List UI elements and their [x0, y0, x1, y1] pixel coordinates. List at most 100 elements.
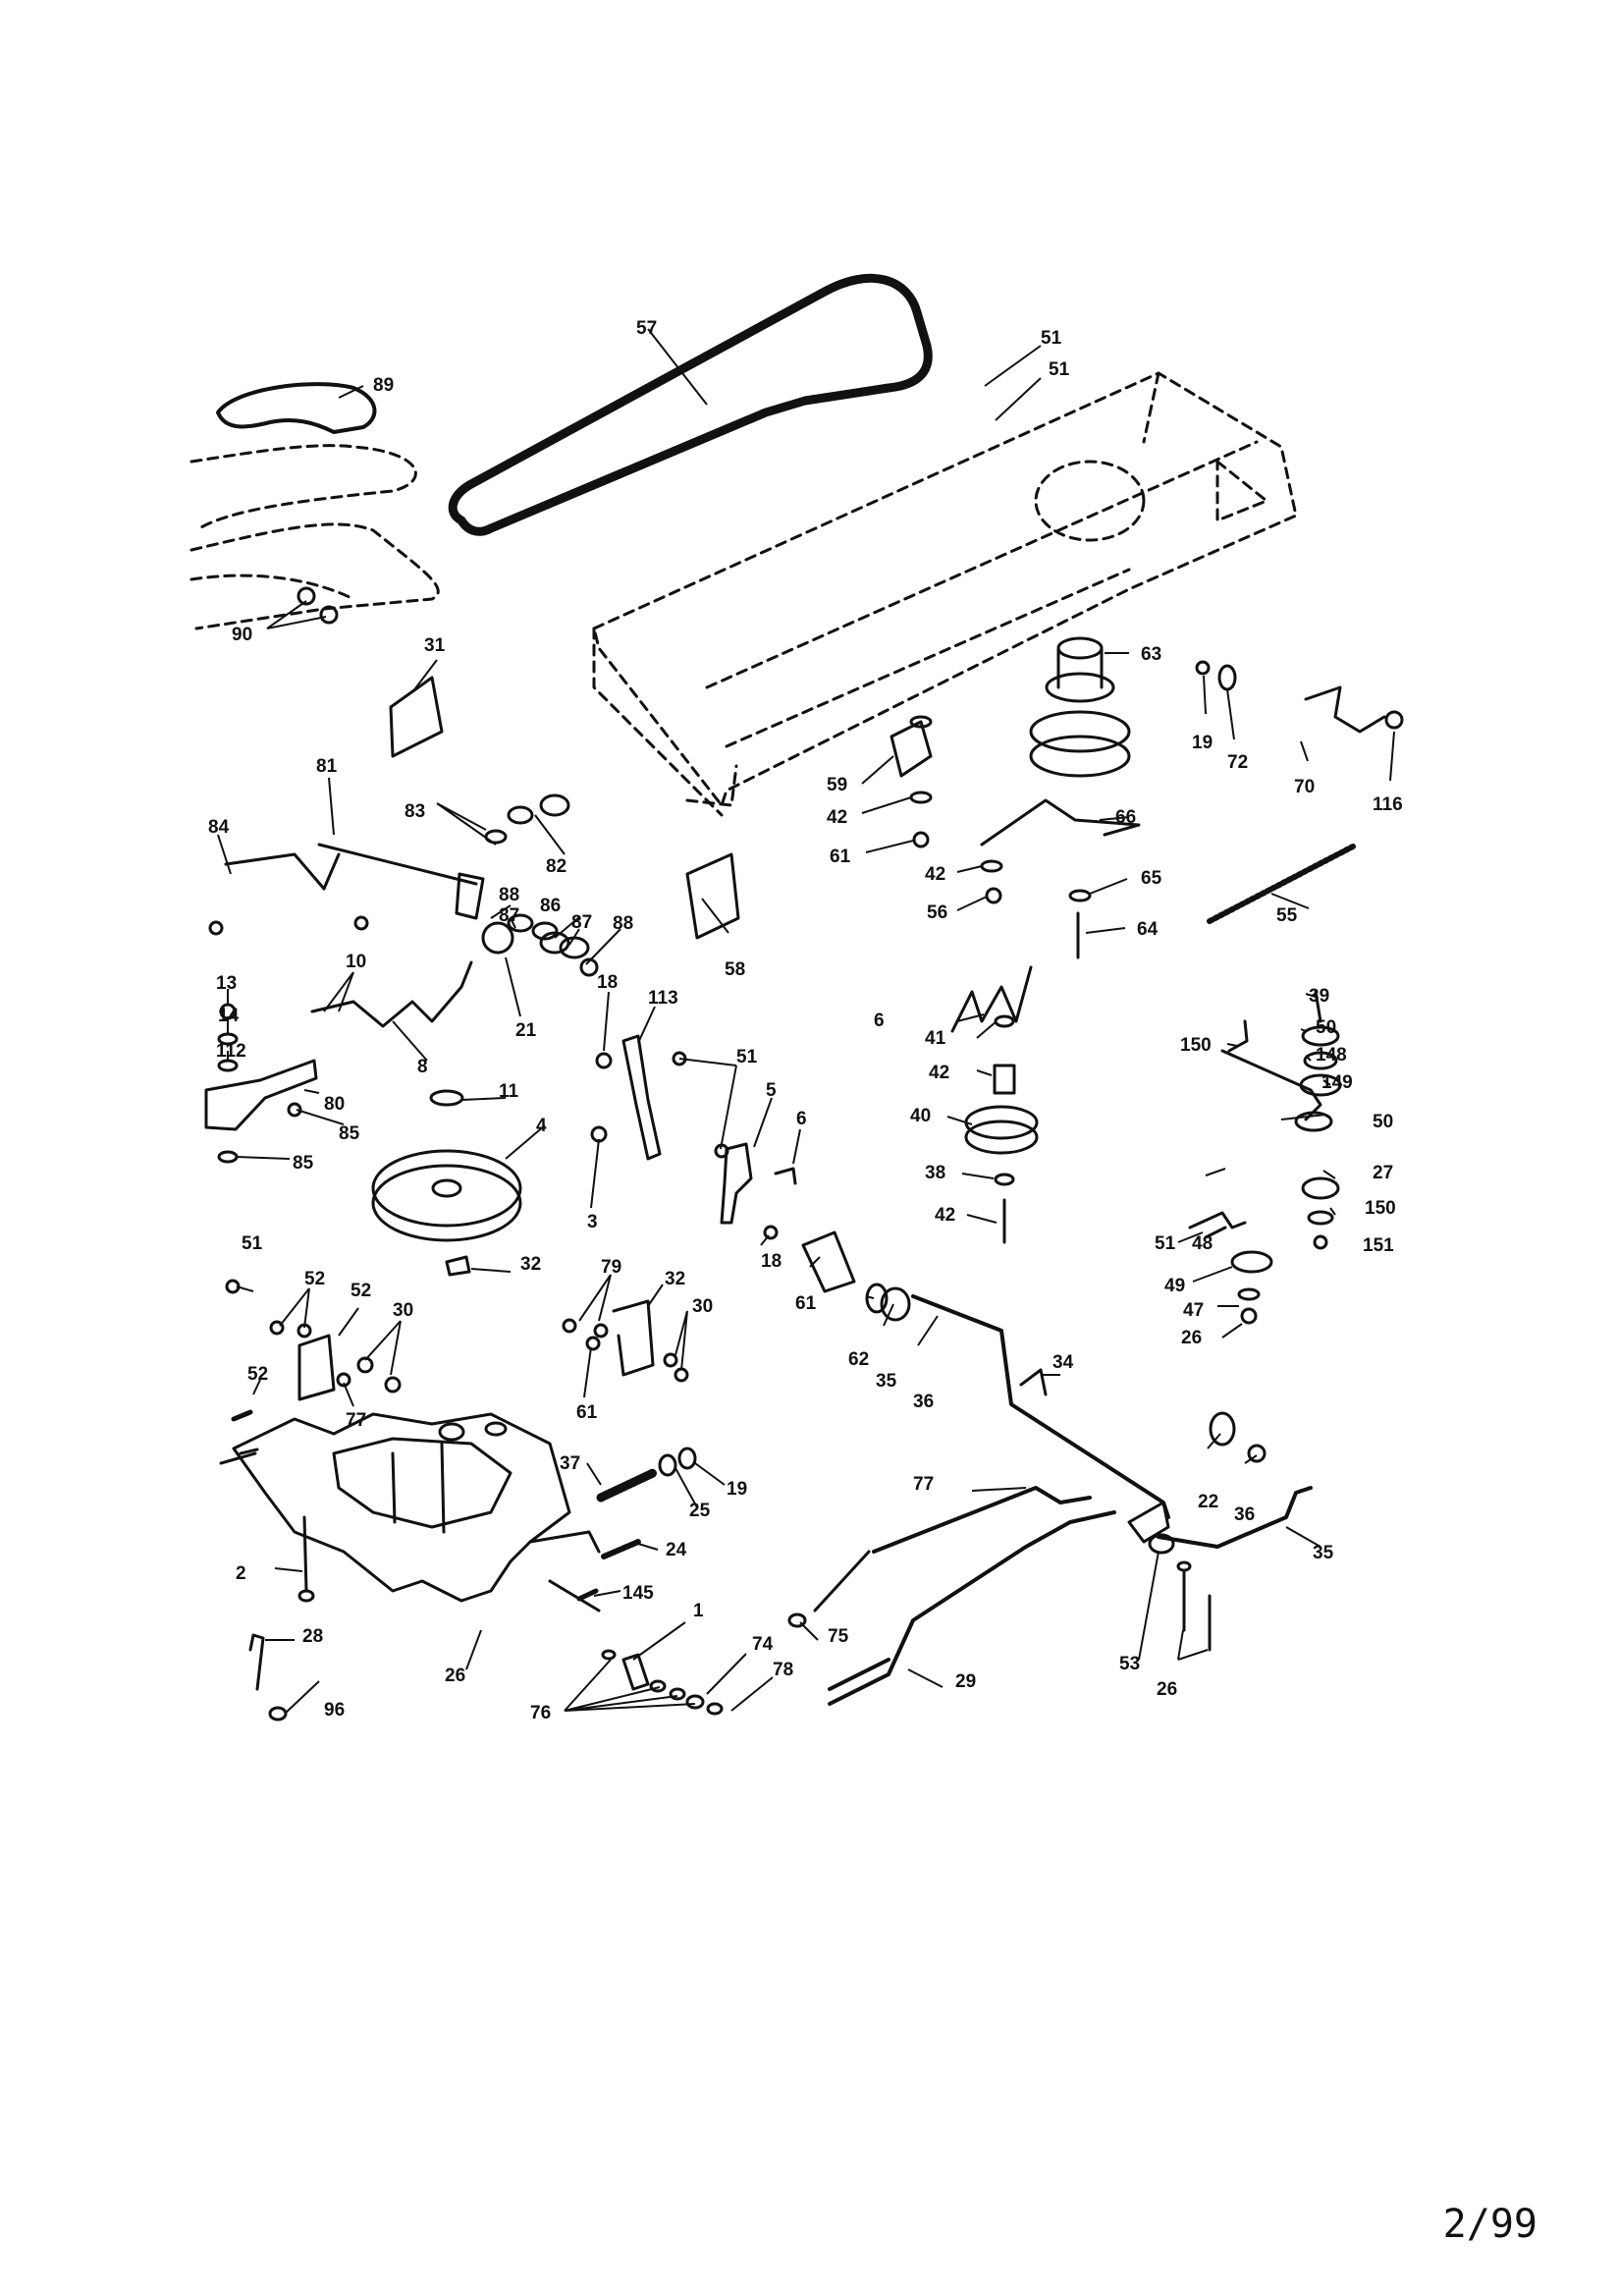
callout-label: 64 [1137, 919, 1159, 940]
callout-label: 19 [727, 1479, 747, 1500]
callout-label: 87 [571, 912, 592, 933]
callout-label: 77 [913, 1474, 934, 1495]
spring-70 [1304, 685, 1386, 734]
callout-label: 41 [925, 1028, 946, 1049]
callout-label: 55 [1276, 905, 1298, 926]
pulley-3 [371, 1149, 522, 1242]
callout-label: 148 [1316, 1045, 1347, 1066]
callout-label: 80 [324, 1094, 345, 1115]
bracket-31 [389, 676, 444, 758]
callout-label: 90 [232, 625, 252, 645]
rod-41 [950, 965, 1033, 1033]
sleeve-62 [801, 1230, 856, 1293]
callout-label: 37 [560, 1453, 580, 1474]
callout-label: 51 [1049, 359, 1070, 380]
callout-label: 42 [827, 807, 847, 828]
idler-assembly-right [1188, 990, 1342, 1325]
callout-label: 31 [424, 635, 446, 656]
callout-label: 22 [1198, 1492, 1218, 1512]
bracket-5 [720, 1142, 753, 1225]
callout-label: 65 [1141, 868, 1162, 889]
callout-label: 32 [665, 1269, 685, 1289]
key-79 [445, 1255, 471, 1277]
fender-area [189, 444, 440, 630]
rod-66 [980, 798, 1141, 847]
callout-label: 21 [515, 1020, 537, 1041]
pulley-63 [1029, 636, 1131, 778]
pin-96 [248, 1633, 265, 1691]
callout-label: 85 [293, 1153, 314, 1174]
drive-belt [448, 273, 933, 536]
transaxle-1 [219, 1412, 601, 1613]
callout-label: 27 [1373, 1163, 1393, 1183]
callout-label: 76 [530, 1703, 551, 1723]
callout-label: 116 [1373, 794, 1403, 815]
callout-label: 42 [925, 864, 945, 885]
callout-label: 47 [1183, 1300, 1204, 1321]
callout-label: 150 [1365, 1198, 1396, 1219]
callout-label: 29 [955, 1671, 976, 1692]
callout-label: 52 [351, 1281, 371, 1301]
callout-label: 83 [404, 801, 425, 822]
callout-label: 61 [576, 1402, 598, 1423]
callout-label: 3 [587, 1212, 598, 1232]
callout-label: 34 [1052, 1352, 1074, 1373]
rod-22 [828, 1510, 1116, 1706]
callout-label: 32 [520, 1254, 541, 1275]
callout-label: 18 [597, 972, 618, 993]
callout-label: 27 [0, 0, 21, 5]
callout-label: 49 [1164, 1276, 1185, 1296]
bracket-30-right [562, 1299, 689, 1383]
callout-label: 8 [417, 1057, 428, 1077]
callout-label: 149 [1321, 1072, 1353, 1093]
parts-art [189, 273, 1404, 1722]
callout-label: 82 [546, 856, 566, 877]
callout-label: 28 [302, 1626, 323, 1647]
callout-label: 86 [540, 896, 561, 916]
callout-label: 74 [752, 1634, 774, 1655]
callout-label: 72 [1227, 752, 1248, 773]
callout-label: 66 [1115, 807, 1136, 828]
callout-label: 53 [1119, 1654, 1140, 1674]
callout-label: 36 [1234, 1504, 1255, 1525]
bracket-59 [890, 720, 933, 778]
callout-label: 79 [601, 1257, 621, 1278]
rod-34 [911, 1294, 1170, 1519]
idler-38 [964, 1014, 1039, 1244]
callout-label: 30 [692, 1296, 713, 1317]
callout-label: 1 [693, 1601, 704, 1621]
frame [592, 371, 1298, 817]
bracket-113 [621, 1034, 662, 1161]
callout-label: 38 [925, 1163, 945, 1183]
callout-label: 84 [208, 817, 230, 838]
callout-label: 52 [304, 1269, 325, 1289]
washer-4 [429, 1089, 464, 1107]
callout-label: 6 [796, 1109, 807, 1129]
callout-label: 61 [795, 1293, 817, 1314]
leader-lines [217, 328, 1395, 1715]
callout-label: 6 [874, 1011, 885, 1031]
callout-label: 87 [499, 905, 519, 926]
callout-label: 35 [1313, 1543, 1334, 1563]
callout-label: 48 [1192, 1233, 1213, 1254]
page-code: 2/99 [1442, 2202, 1537, 2247]
callout-label: 40 [910, 1106, 931, 1126]
seat-handle [216, 382, 377, 434]
callout-label: 113 [648, 988, 678, 1009]
callout-label: 63 [1141, 644, 1161, 665]
callout-label: 50 [1373, 1112, 1393, 1132]
callout-label: 50 [1316, 1017, 1336, 1038]
bracket-80-assy [204, 1003, 318, 1164]
callout-label: 51 [1041, 328, 1062, 349]
callout-label: 88 [613, 913, 633, 934]
callout-label: 10 [346, 952, 366, 972]
callout-label: 151 [1363, 1235, 1394, 1256]
callout-label: 30 [393, 1300, 413, 1321]
callout-label: 145 [622, 1583, 654, 1604]
callout-label: 11 [499, 1081, 519, 1102]
callout-label: 61 [830, 847, 851, 867]
callout-label: 56 [927, 902, 947, 923]
bolt-145 [302, 1515, 308, 1593]
spring-25 [596, 1468, 658, 1503]
